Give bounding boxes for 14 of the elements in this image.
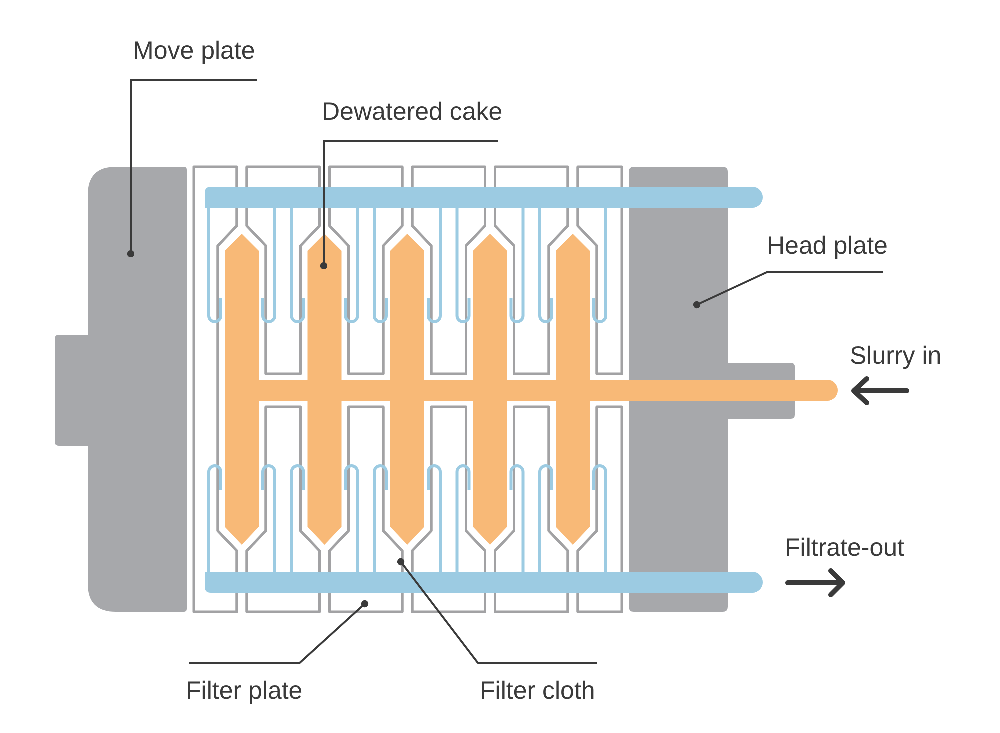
flow-label: Slurry in xyxy=(850,342,942,371)
filter-cloth xyxy=(382,166,433,614)
leader-line xyxy=(189,600,369,664)
leader-line xyxy=(693,271,883,309)
flow-label: Filtrate-out xyxy=(785,534,904,563)
part-label: Filter plate xyxy=(186,677,303,706)
leader-line xyxy=(320,140,498,270)
part-label: Dewatered cake xyxy=(322,98,503,127)
part-label: Filter cloth xyxy=(480,677,596,706)
leader-line xyxy=(397,558,597,664)
part-label: Move plate xyxy=(133,37,256,66)
move-plate xyxy=(55,167,187,612)
leader-line xyxy=(127,79,257,258)
part-label: Head plate xyxy=(767,232,888,261)
